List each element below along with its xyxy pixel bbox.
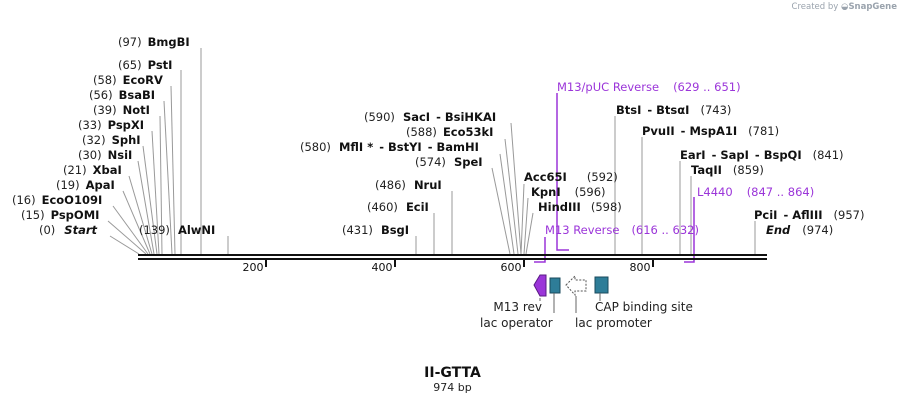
site-label[interactable]: (56)BsaBI xyxy=(89,88,155,102)
backbone-line xyxy=(138,254,767,256)
site-label[interactable]: (431)BsgI xyxy=(342,223,409,237)
primer-brackets xyxy=(534,93,695,263)
ruler-tick-label: 400 xyxy=(372,261,393,274)
site-connectors xyxy=(107,48,756,255)
ruler xyxy=(265,260,654,267)
ruler-tick-label: 600 xyxy=(501,261,522,274)
site-label[interactable]: EarI-SapI-BspQI(841) xyxy=(680,148,844,162)
ruler-tick-label: 800 xyxy=(630,261,651,274)
site-label[interactable]: (486)NruI xyxy=(375,178,442,192)
feature-label-cap-binding-site: CAP binding site xyxy=(595,300,693,314)
ruler-tick-label: 200 xyxy=(243,261,264,274)
credit-prefix: Created by xyxy=(791,2,839,12)
site-label[interactable]: (139)AlwNI xyxy=(139,223,215,237)
m13-rev-arrow-icon[interactable] xyxy=(533,274,547,297)
feature-label-lac-operator: lac operator xyxy=(480,316,553,330)
site-label[interactable]: (32)SphI xyxy=(82,133,141,147)
site-label[interactable]: (588)Eco53kI xyxy=(406,125,493,139)
site-label[interactable]: (580)MflI *-BstYI-BamHI xyxy=(300,140,479,154)
site-label-end[interactable]: End(974) xyxy=(766,223,833,237)
construct-length: 974 bp xyxy=(433,381,472,394)
credit-brand: SnapGene xyxy=(848,2,897,12)
snapgene-logo-icon: ◒ xyxy=(841,2,849,12)
site-label[interactable]: (30)NsiI xyxy=(78,148,132,162)
site-label[interactable]: (21)XbaI xyxy=(63,163,122,177)
site-label[interactable]: PciI-AflIII(957) xyxy=(754,208,864,222)
primer-label[interactable]: M13/pUC Reverse(629 .. 651) xyxy=(557,80,741,94)
site-label[interactable]: (19)ApaI xyxy=(56,178,115,192)
construct-name: II-GTTA xyxy=(424,365,481,381)
site-label[interactable]: HindIII(598) xyxy=(538,200,622,214)
ruler-tick-mark xyxy=(265,260,267,267)
site-label[interactable]: (460)EciI xyxy=(367,200,429,214)
site-label[interactable]: (574)SpeI xyxy=(415,155,483,169)
site-label[interactable]: (39)NotI xyxy=(93,103,150,117)
site-label-start[interactable]: (0)Start xyxy=(39,223,98,237)
site-label[interactable]: BtsI-BtsαI(743) xyxy=(616,103,731,117)
site-label[interactable]: (15)PspOMI xyxy=(21,208,99,222)
primer-label[interactable]: M13 Reverse(616 .. 632) xyxy=(545,223,699,237)
site-label[interactable]: (97)BmgBI xyxy=(118,35,190,49)
site-label[interactable]: (65)PstI xyxy=(118,58,172,72)
site-label[interactable]: (590)SacI-BsiHKAI xyxy=(364,110,496,124)
lac-promoter-arrow-icon[interactable] xyxy=(565,274,587,297)
ruler-tick-mark xyxy=(394,260,396,267)
feature-label-lac-promoter: lac promoter xyxy=(575,316,652,330)
feature-label-m13-rev: M13 rev xyxy=(493,300,542,314)
snapgene-credit: Created by ◒SnapGene xyxy=(792,2,897,12)
site-label[interactable]: (58)EcoRV xyxy=(93,73,163,87)
ruler-tick-mark xyxy=(652,260,654,267)
cap-binding-site-box[interactable] xyxy=(594,276,609,294)
site-label[interactable]: Acc65I(592) xyxy=(524,170,618,184)
primer-label[interactable]: L4440(847 .. 864) xyxy=(697,185,814,199)
site-label[interactable]: TaqII(859) xyxy=(691,163,764,177)
lac-operator-box[interactable] xyxy=(549,277,561,294)
site-label[interactable]: KpnI(596) xyxy=(531,185,606,199)
site-label[interactable]: PvuII-MspA1I(781) xyxy=(642,124,779,138)
site-label[interactable]: (16)EcoO109I xyxy=(12,193,102,207)
ruler-tick-mark xyxy=(523,260,525,267)
backbone-line-strand xyxy=(138,258,767,260)
site-label[interactable]: (33)PspXI xyxy=(78,118,144,132)
